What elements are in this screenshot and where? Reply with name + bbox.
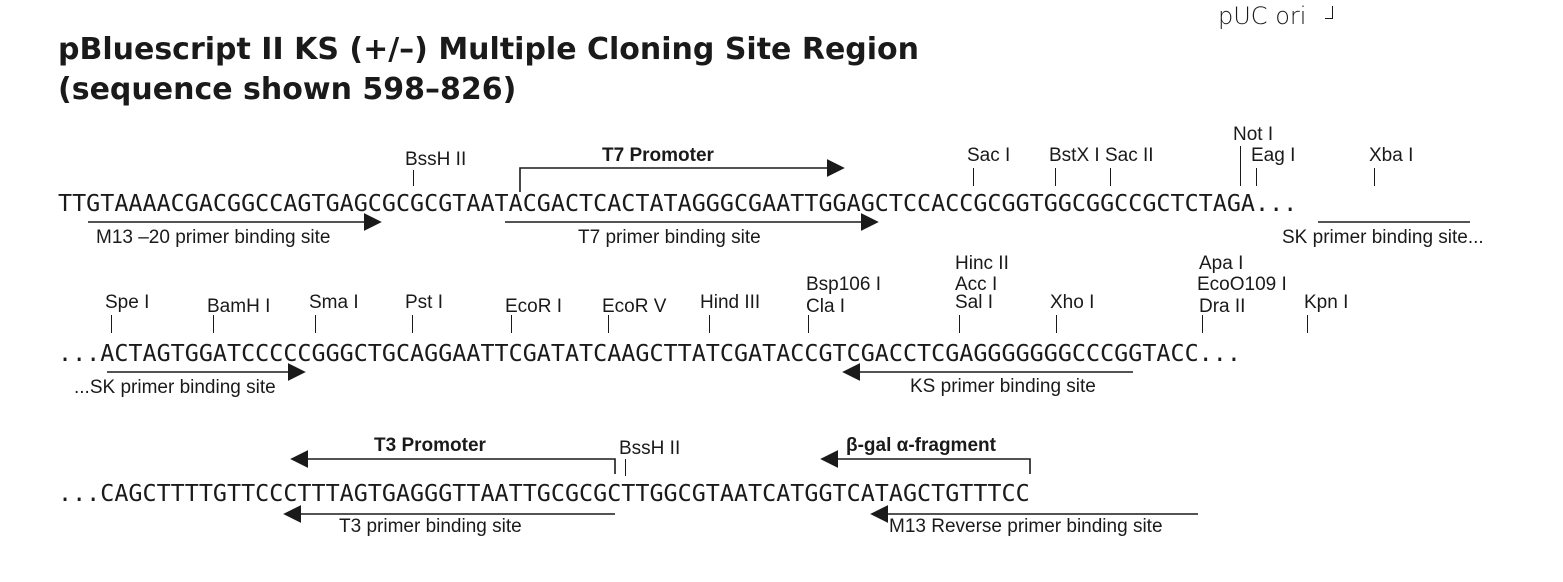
site-tick bbox=[1202, 315, 1203, 333]
site-ecor-v: EcoR V bbox=[602, 296, 667, 317]
site-tick bbox=[608, 315, 609, 333]
site-acc-i: Acc I bbox=[955, 274, 998, 295]
t3-primer-label: T3 primer binding site bbox=[339, 516, 522, 537]
site-bssh-ii-row3: BssH II bbox=[619, 438, 681, 459]
site-tick bbox=[959, 315, 960, 333]
sk-primer-label-row2: ...SK primer binding site bbox=[74, 377, 276, 398]
t7-primer-label: T7 primer binding site bbox=[578, 227, 761, 248]
site-tick bbox=[315, 315, 316, 333]
site-tick bbox=[1110, 168, 1111, 186]
site-tick bbox=[1055, 168, 1056, 186]
puc-ori-bracket bbox=[1325, 6, 1333, 19]
puc-ori-label: pUC ori bbox=[1218, 2, 1307, 30]
sequence-row-2: ...ACTAGTGGATCCCCCGGGCTGCAGGAATTCGATATCA… bbox=[58, 339, 1241, 367]
site-kpn-i: Kpn I bbox=[1304, 292, 1349, 313]
site-tick bbox=[511, 315, 512, 333]
site-tick bbox=[709, 315, 710, 333]
site-xho-i: Xho I bbox=[1050, 292, 1095, 313]
site-hinc-ii: Hinc II bbox=[955, 253, 1009, 274]
beta-gal-fragment-label: β-gal α-fragment bbox=[846, 435, 996, 456]
site-tick bbox=[1256, 168, 1257, 186]
site-eag-i: Eag I bbox=[1251, 145, 1296, 166]
site-xba-i: Xba I bbox=[1369, 145, 1414, 166]
site-sma-i: Sma I bbox=[309, 292, 359, 313]
sequence-row-1: TTGTAAAACGACGGCCAGTGAGCGCGCGTAATACGACTCA… bbox=[58, 189, 1298, 217]
site-tick bbox=[973, 168, 974, 186]
site-tick bbox=[1056, 315, 1057, 333]
site-ecoo109-i: EcoO109 I bbox=[1197, 274, 1287, 295]
m13-reverse-primer-label: M13 Reverse primer binding site bbox=[889, 516, 1163, 537]
site-bstx-i: BstX I bbox=[1049, 145, 1100, 166]
site-tick bbox=[1240, 146, 1241, 186]
t3-promoter-label: T3 Promoter bbox=[374, 435, 486, 456]
beta-gal-arrow bbox=[820, 450, 1031, 474]
site-sac-i: Sac I bbox=[967, 145, 1011, 166]
site-bamh-i: BamH I bbox=[207, 296, 271, 317]
site-tick bbox=[625, 459, 626, 476]
site-hind-iii: Hind III bbox=[700, 292, 761, 313]
site-dra-ii: Dra II bbox=[1199, 296, 1246, 317]
site-tick bbox=[213, 315, 214, 333]
site-ecor-i: EcoR I bbox=[505, 296, 563, 317]
t3-promoter-arrow bbox=[290, 450, 616, 474]
site-apa-i: Apa I bbox=[1199, 253, 1244, 274]
site-tick bbox=[111, 315, 112, 333]
title-line-2: (sequence shown 598–826) bbox=[58, 72, 517, 107]
site-not-i: Not I bbox=[1233, 124, 1274, 145]
site-pst-i: Pst I bbox=[405, 292, 444, 313]
m13-20-primer-label: M13 –20 primer binding site bbox=[96, 227, 331, 248]
site-cla-i: Cla I bbox=[806, 296, 846, 317]
site-tick bbox=[808, 315, 809, 333]
site-tick bbox=[1307, 315, 1308, 333]
sequence-row-3: ...CAGCTTTTGTTCCCTTTAGTGAGGGTTAATTGCGCGC… bbox=[58, 479, 1030, 507]
sk-primer-label-row1: SK primer binding site... bbox=[1282, 227, 1484, 248]
site-bsp106-i: Bsp106 I bbox=[806, 274, 881, 295]
site-tick bbox=[413, 170, 414, 186]
site-sac-ii: Sac II bbox=[1105, 145, 1154, 166]
site-tick bbox=[412, 315, 413, 333]
ks-primer-label: KS primer binding site bbox=[910, 376, 1096, 397]
t7-promoter-arrow bbox=[519, 159, 845, 192]
t7-promoter-label: T7 Promoter bbox=[602, 145, 714, 166]
site-tick bbox=[1374, 168, 1375, 186]
site-bssh-ii-row1: BssH II bbox=[405, 149, 467, 170]
site-spe-i: Spe I bbox=[105, 292, 150, 313]
site-sal-i: Sal I bbox=[955, 292, 994, 313]
title-line-1: pBluescript II KS (+/–) Multiple Cloning… bbox=[58, 32, 920, 67]
diagram-title: pBluescript II KS (+/–) Multiple Cloning… bbox=[58, 30, 919, 110]
